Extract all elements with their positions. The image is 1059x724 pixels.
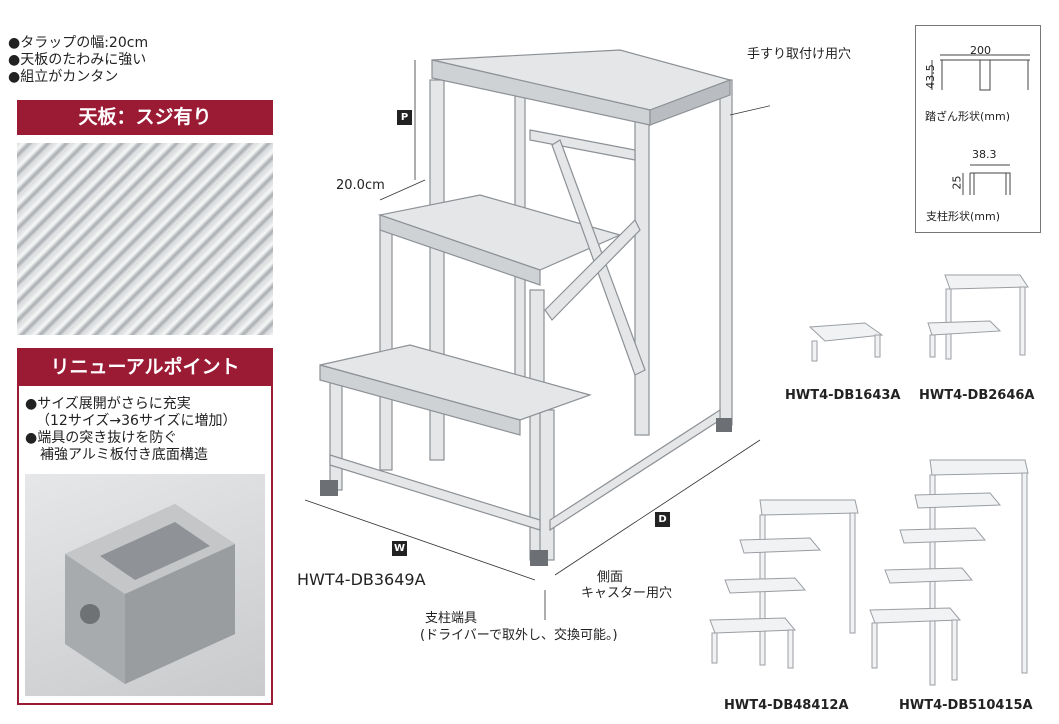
- p-dimension-box: P: [397, 110, 412, 125]
- step-width-label: 20.0cm: [336, 178, 385, 193]
- variant-model-3: HWT4-DB48412A: [724, 698, 849, 713]
- top-plate-heading: 天板：スジ有り: [17, 100, 273, 135]
- handrail-hole-label: 手すり取付け用穴: [747, 47, 852, 62]
- renewal-heading: リニューアルポイント: [17, 348, 273, 386]
- foot-cap-note: (ドライバーで取外し、交換可能。): [420, 628, 618, 643]
- variant-illustrations: [709, 274, 1029, 686]
- variant-model-2: HWT4-DB2646A: [919, 388, 1035, 403]
- foot-cap-photo: [25, 474, 265, 696]
- d-dimension-box: D: [655, 512, 670, 527]
- profile-drawings: [931, 54, 1030, 195]
- renewal-line-4: 補強アルミ板付き底面構造: [40, 447, 208, 463]
- tread-height-value: 43.5: [923, 64, 937, 89]
- renewal-line-1: ●サイズ展開がさらに充実: [25, 396, 191, 412]
- tread-width-value: 200: [970, 44, 991, 57]
- variant-model-1: HWT4-DB1643A: [785, 388, 901, 403]
- main-step-ladder-illustration: [304, 49, 770, 620]
- feature-1: ●タラップの幅:20cm: [8, 35, 149, 51]
- w-dimension-box: W: [392, 541, 407, 556]
- post-caption: 支柱形状(mm): [926, 210, 1001, 223]
- main-model-name: HWT4-DB3649A: [297, 570, 426, 589]
- caster-hole-label-1: 側面: [597, 570, 624, 585]
- post-width-value: 38.3: [972, 148, 997, 161]
- feature-3: ●組立がカンタン: [8, 69, 119, 85]
- renewal-box: [17, 385, 273, 705]
- striped-top-plate-image: [17, 143, 273, 335]
- post-height-value: 25: [950, 175, 964, 190]
- renewal-line-2: （12サイズ→36サイズに増加）: [36, 413, 237, 429]
- variant-model-4: HWT4-DB510415A: [899, 698, 1033, 713]
- tread-caption: 踏ざん形状(mm): [925, 110, 1011, 123]
- foot-cap-label: 支柱端具: [425, 611, 478, 626]
- caster-hole-label-2: キャスター用穴: [581, 586, 673, 601]
- profile-dimensions-box: [915, 25, 1041, 233]
- renewal-line-3: ●端具の突き抜けを防ぐ: [25, 430, 178, 446]
- feature-2: ●天板のたわみに強い: [8, 52, 147, 68]
